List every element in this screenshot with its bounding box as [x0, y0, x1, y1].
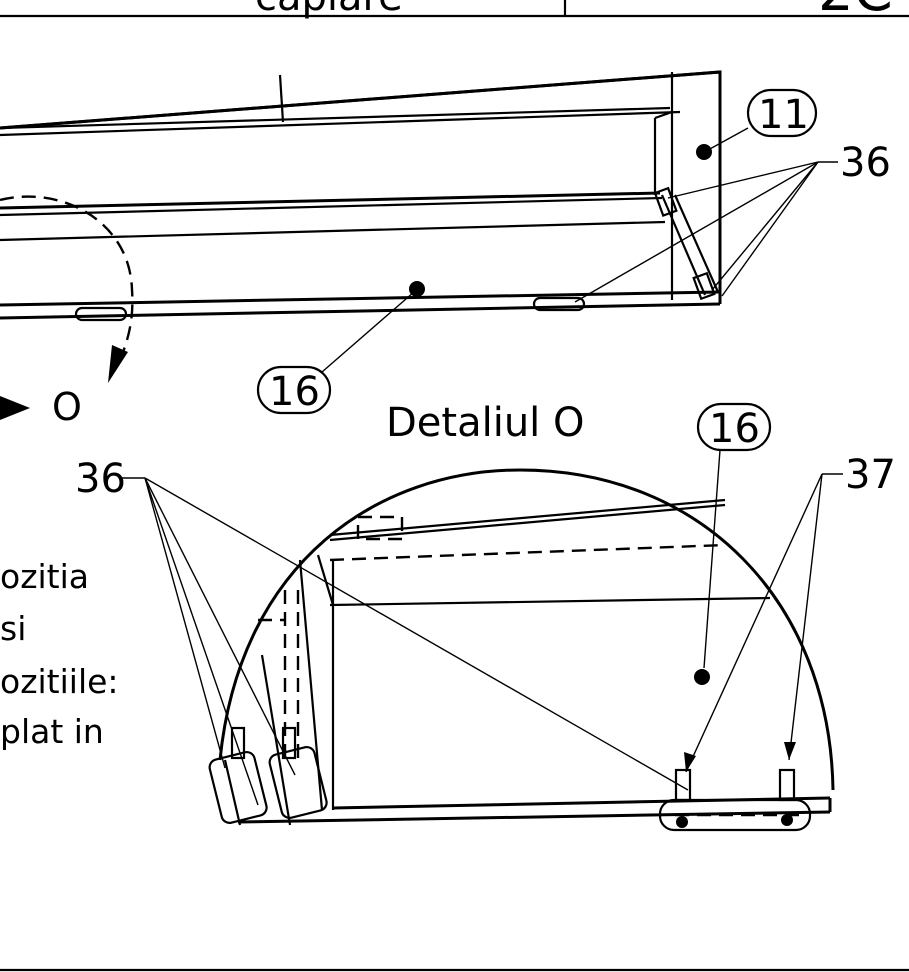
svg-text:36: 36 — [75, 456, 126, 502]
detail-marker-letter: O — [52, 385, 82, 429]
side-instructions: ozitia si ozitiile: plat in — [0, 557, 119, 751]
svg-text:ozitiile:: ozitiile: — [0, 662, 119, 701]
svg-text:11: 11 — [758, 92, 809, 138]
title-block: capiare 2C — [0, 0, 909, 24]
svg-text:16: 16 — [269, 369, 320, 415]
callout-36-main: 36 — [574, 140, 891, 303]
detail-title: Detaliul O — [386, 400, 585, 446]
page-number-fragment: 2C — [818, 0, 893, 24]
title-fragment: capiare — [255, 0, 403, 20]
cabinet-main-view — [0, 70, 722, 322]
svg-text:16: 16 — [709, 406, 760, 452]
detail-o-marker: O — [0, 195, 134, 429]
svg-text:si: si — [0, 609, 26, 648]
callout-16-detail: 16 — [696, 402, 772, 669]
svg-text:36: 36 — [840, 140, 891, 186]
callout-16-main: 16 — [256, 291, 415, 415]
callout-37: 37 — [684, 452, 896, 773]
callout-36-detail: 36 — [75, 456, 689, 806]
svg-text:37: 37 — [845, 452, 896, 498]
svg-text:plat in: plat in — [0, 712, 104, 751]
callout-11: 11 — [707, 88, 818, 151]
detail-o-view — [208, 468, 835, 832]
svg-text:ozitia: ozitia — [0, 557, 89, 596]
